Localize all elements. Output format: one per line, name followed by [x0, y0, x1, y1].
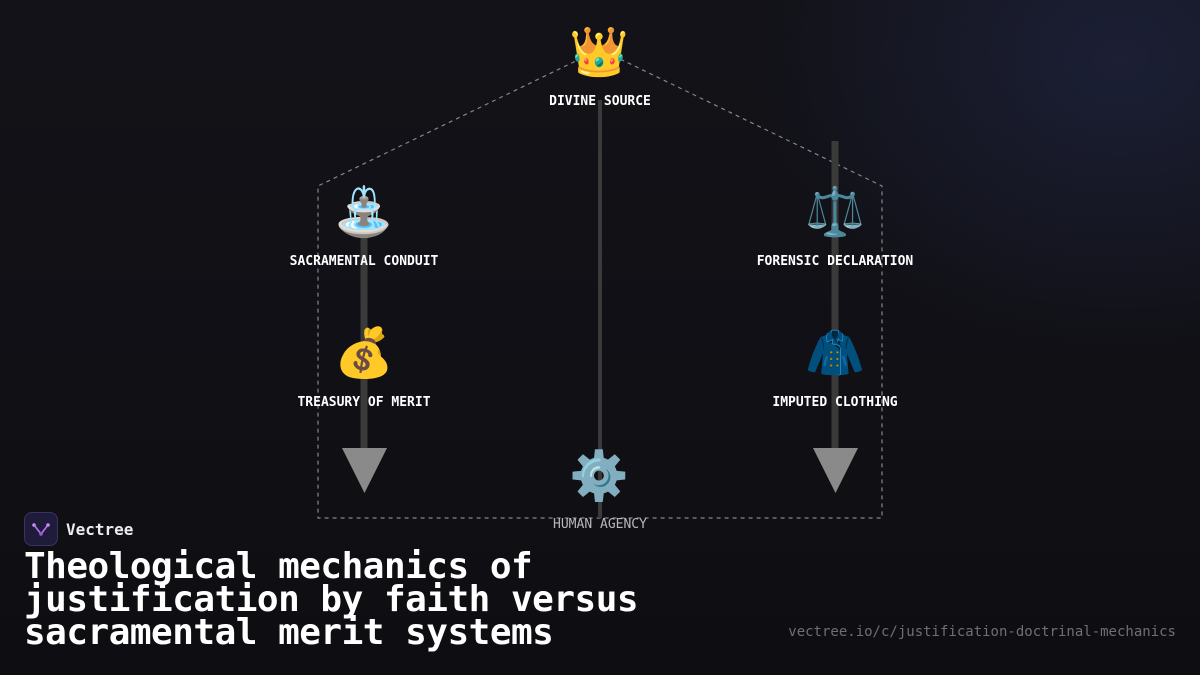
node-sacramental-conduit: ⛲ SACRAMENTAL CONDUIT — [290, 184, 439, 269]
node-label-divine-source: DIVINE SOURCE — [549, 94, 651, 109]
left-arrowhead — [342, 448, 387, 493]
brand-name: Vectree — [66, 519, 134, 539]
coat-icon: 🧥 — [805, 325, 865, 381]
node-label-sacramental-conduit: SACRAMENTAL CONDUIT — [290, 254, 439, 269]
left-arrow-stem — [360, 200, 368, 450]
node-label-human-agency: HUMAN AGENCY — [553, 517, 647, 532]
node-forensic-declaration: ⚖️ FORENSIC DECLARATION — [757, 184, 914, 269]
right-arrowhead — [813, 448, 858, 493]
node-label-imputed-clothing: IMPUTED CLOTHING — [772, 395, 897, 410]
justification-diagram: 👑 DIVINE SOURCE ⛲ SACRAMENTAL CONDUIT ⚖️… — [290, 24, 914, 532]
page-title: Theological mechanics of justification b… — [24, 546, 639, 653]
vectree-logo-icon — [24, 512, 58, 546]
money-bag-icon: 💰 — [334, 325, 394, 381]
fountain-icon: ⛲ — [334, 184, 394, 240]
node-treasury-of-merit: 💰 TREASURY OF MERIT — [297, 325, 430, 410]
gear-icon: ⚙️ — [569, 448, 629, 504]
node-human-agency: ⚙️ HUMAN AGENCY — [553, 448, 647, 532]
right-arrow-stem — [831, 141, 839, 450]
scales-icon: ⚖️ — [805, 184, 865, 240]
node-label-forensic-declaration: FORENSIC DECLARATION — [757, 254, 914, 269]
node-label-treasury-of-merit: TREASURY OF MERIT — [297, 395, 430, 410]
node-divine-source: 👑 DIVINE SOURCE — [549, 24, 651, 109]
node-imputed-clothing: 🧥 IMPUTED CLOTHING — [772, 325, 897, 410]
source-url: vectree.io/c/justification-doctrinal-mec… — [788, 624, 1176, 640]
brand: Vectree — [24, 512, 133, 546]
crown-icon: 👑 — [569, 24, 629, 80]
